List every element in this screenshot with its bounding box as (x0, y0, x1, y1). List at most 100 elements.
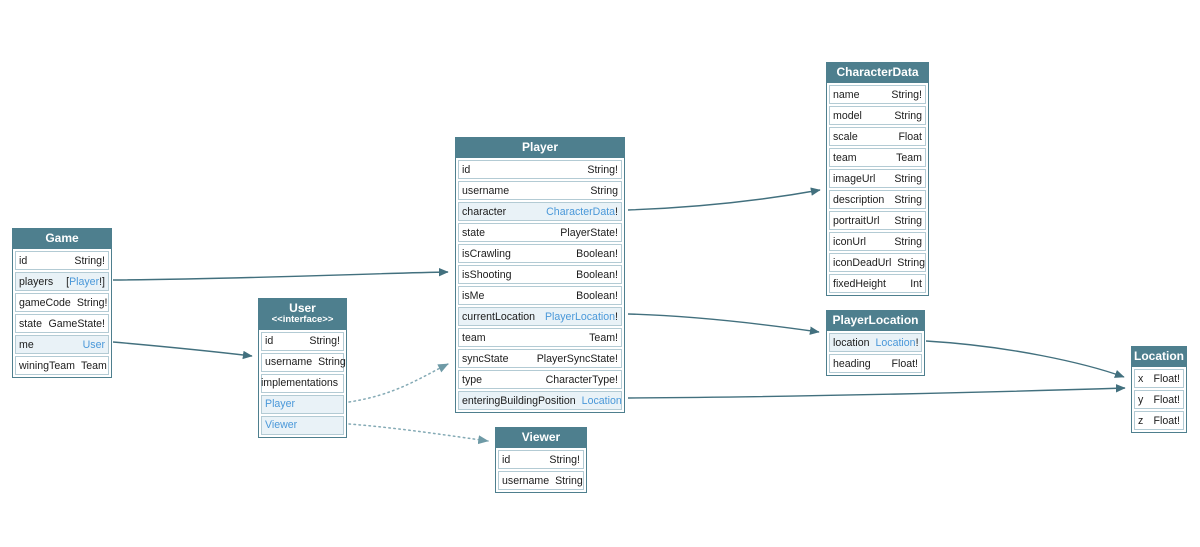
type-text: Float (898, 130, 922, 143)
field-name: id (462, 163, 471, 176)
entity-game-header[interactable]: Game (13, 229, 111, 250)
field-name: currentLocation (462, 310, 536, 323)
field-row-players[interactable]: players[Player!] (15, 272, 109, 292)
field-type: Float! (1154, 394, 1181, 406)
field-row-Player[interactable]: Player (261, 394, 344, 414)
type-text: Team (896, 151, 922, 164)
field-type: String (894, 236, 922, 248)
field-row-Viewer[interactable]: Viewer (261, 415, 344, 435)
field-type[interactable]: CharacterData! (546, 206, 618, 218)
implementation-link[interactable]: Viewer (265, 419, 298, 432)
type-link[interactable]: Location (581, 394, 622, 407)
field-type: PlayerSyncState! (537, 353, 618, 365)
type-text: String (894, 109, 922, 122)
entity-location-header[interactable]: Location (1132, 347, 1186, 368)
field-name: z (1138, 414, 1144, 427)
field-name: y (1138, 393, 1144, 406)
type-text: PlayerSyncState! (536, 352, 618, 365)
field-name: team (462, 331, 486, 344)
field-row-id[interactable]: id String! (458, 160, 622, 180)
type-text: String (555, 474, 583, 487)
field-type: String! (587, 164, 618, 176)
field-row-y[interactable]: y Float! (1134, 390, 1184, 410)
field-type[interactable]: Location! (876, 337, 919, 349)
field-name: team (833, 151, 857, 164)
implementation-link[interactable]: Player (265, 398, 296, 411)
field-type[interactable]: Location (582, 395, 622, 407)
field-name: isCrawling (462, 247, 511, 260)
entity-playerlocation-header[interactable]: PlayerLocation (827, 311, 924, 332)
field-name: type (462, 373, 483, 386)
entity-user-header[interactable]: User <<interface>> (259, 299, 346, 330)
field-type[interactable]: PlayerLocation! (545, 311, 618, 323)
type-link[interactable]: CharacterData (546, 205, 616, 218)
type-text: String (894, 235, 922, 248)
field-name: scale (833, 130, 858, 143)
field-row-scale[interactable]: scale Float (829, 127, 926, 147)
entity-player-header[interactable]: Player (456, 138, 624, 159)
entity-game-title: Game (45, 231, 79, 245)
field-type: String! (309, 335, 340, 347)
type-text: String (318, 356, 346, 369)
field-row-iconUrl[interactable]: iconUrl String (829, 232, 926, 252)
field-name: username (502, 474, 550, 487)
type-text: Team (80, 359, 107, 372)
type-text: Float! (1153, 372, 1181, 385)
type-link[interactable]: PlayerLocation (544, 310, 616, 323)
field-row-implementations[interactable]: implementations (261, 373, 344, 393)
field-type: Float (898, 131, 922, 143)
type-link[interactable]: Player (69, 275, 100, 288)
type-link[interactable]: User (82, 338, 105, 351)
type-text: Int (910, 277, 922, 290)
field-type[interactable]: User (83, 339, 105, 351)
field-name: isMe (462, 289, 485, 302)
entity-viewer-header[interactable]: Viewer (496, 428, 586, 449)
type-link[interactable]: Location (875, 336, 916, 349)
field-row-username[interactable]: username String (498, 471, 584, 491)
edge-game-me-to-user (112, 341, 253, 360)
edge-player-character-to-characterdata (627, 187, 821, 211)
field-type: String! (77, 297, 108, 309)
field-name: iconUrl (833, 235, 866, 248)
entity-characterdata-header[interactable]: CharacterData (827, 63, 928, 84)
field-type[interactable]: [Player!] (66, 276, 105, 288)
field-row-currentLocation[interactable]: currentLocation PlayerLocation! (458, 307, 622, 327)
field-row-team[interactable]: team Team (829, 148, 926, 168)
